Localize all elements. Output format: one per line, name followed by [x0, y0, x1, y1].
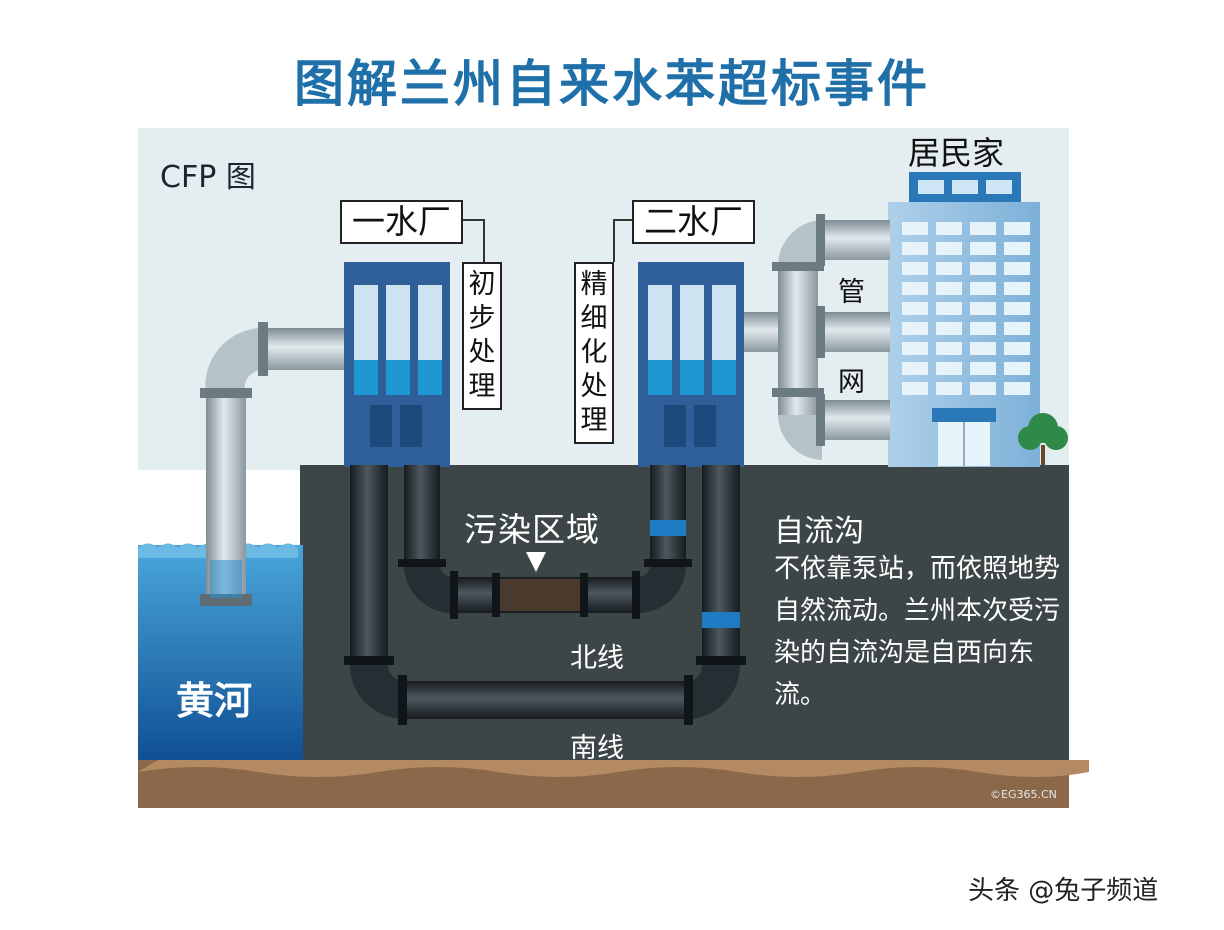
building-window	[970, 382, 996, 395]
intake-pipe-elbow	[205, 328, 262, 395]
pipe-network-mid	[818, 312, 890, 352]
building-window	[936, 362, 962, 375]
building-window	[936, 322, 962, 335]
building-window	[1004, 342, 1030, 355]
building-window	[1004, 242, 1030, 255]
building-window	[902, 302, 928, 315]
building-window	[970, 262, 996, 275]
building-window	[970, 362, 996, 375]
plant-2-tanks	[648, 285, 736, 395]
plant-2-process-label: 精细化处理	[574, 262, 614, 444]
footer-source: 头条 @兔子频道	[968, 876, 1159, 906]
blue-band	[650, 520, 686, 536]
building-window	[902, 242, 928, 255]
yellow-river-label: 黄河	[176, 679, 253, 723]
building-window	[1004, 382, 1030, 395]
building-window	[902, 382, 928, 395]
intake-pipe-horizontal	[262, 328, 344, 370]
pollution-zone-label: 污染区域	[464, 510, 600, 549]
residence-windows	[902, 222, 1030, 395]
north-line-label: 北线	[570, 643, 624, 674]
north-line-left-riser	[404, 465, 440, 565]
page-title: 图解兰州自来水苯超标事件	[294, 55, 930, 113]
north-line-right-riser	[650, 465, 686, 565]
south-line-left-riser	[350, 465, 388, 665]
building-window	[936, 302, 962, 315]
building-window	[1004, 282, 1030, 295]
south-line-label: 南线	[570, 733, 624, 764]
building-window	[970, 242, 996, 255]
building-window	[1004, 322, 1030, 335]
residence-label: 居民家	[908, 134, 1005, 172]
plant-1-tanks	[354, 285, 442, 395]
building-window	[970, 282, 996, 295]
pipe-network-top	[818, 220, 890, 260]
building-window	[936, 282, 962, 295]
building-window	[970, 322, 996, 335]
building-window	[936, 222, 962, 235]
building-window	[1004, 302, 1030, 315]
watermark: ©EG365.CN	[990, 788, 1057, 801]
plant-2-label: 二水厂	[632, 200, 755, 244]
building-window	[902, 222, 928, 235]
building-window	[902, 262, 928, 275]
building-window	[1004, 222, 1030, 235]
south-line-right-riser	[702, 465, 740, 665]
building-window	[902, 322, 928, 335]
ditch-description: 不依靠泵站，而依照地势自然流动。兰州本次受污染的自流沟是自西向东流。	[774, 554, 1061, 710]
building-window	[936, 242, 962, 255]
building-window	[936, 262, 962, 275]
building-window	[1004, 362, 1030, 375]
building-window	[970, 342, 996, 355]
pipe-network-bottom	[818, 400, 890, 440]
building-window	[970, 302, 996, 315]
image-credit: CFP 图	[160, 160, 256, 195]
plant-1-process-label: 初步处理	[462, 262, 502, 410]
building-window	[902, 362, 928, 375]
south-line-pipe	[400, 681, 690, 719]
polluted-segment	[496, 579, 584, 611]
building-window	[902, 342, 928, 355]
plant-1-label: 一水厂	[340, 200, 463, 244]
pollution-arrow	[526, 552, 546, 572]
blue-band	[702, 612, 740, 628]
building-window	[970, 222, 996, 235]
building-window	[902, 282, 928, 295]
building-window	[936, 382, 962, 395]
building-window	[936, 342, 962, 355]
pipe-network-label-1: 管	[838, 277, 865, 308]
building-window	[1004, 262, 1030, 275]
pipe-network-label-2: 网	[838, 367, 865, 398]
ditch-title: 自流沟	[774, 514, 864, 549]
